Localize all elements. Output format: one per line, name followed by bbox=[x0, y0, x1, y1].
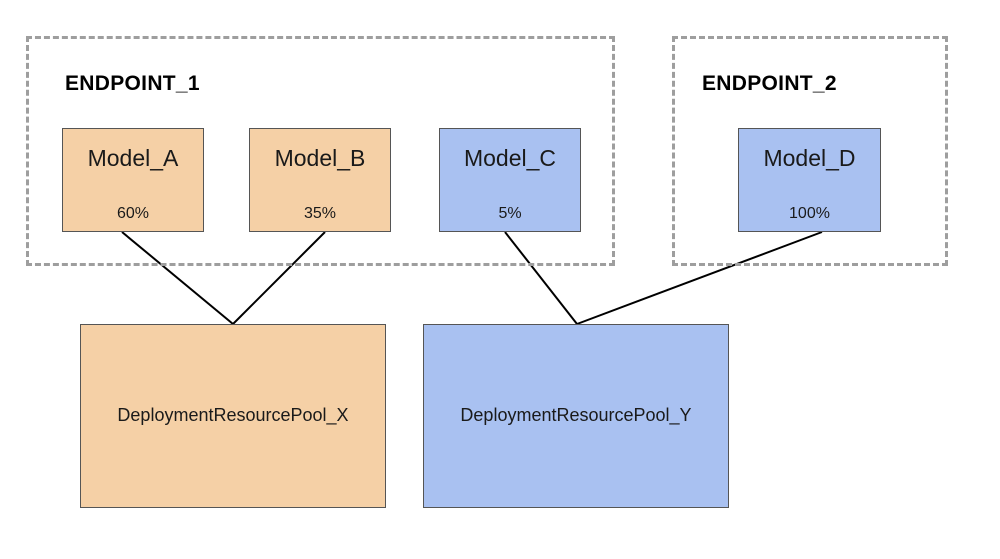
connector-model-c-to-pool-y bbox=[504, 231, 578, 325]
model-b-percent: 35% bbox=[303, 205, 337, 222]
endpoint-1-frame bbox=[26, 36, 615, 266]
pool-y-box[interactable]: DeploymentResourcePool_Y bbox=[423, 324, 729, 508]
connector-model-a-to-pool-x bbox=[121, 231, 234, 325]
model-b-box[interactable]: Model_B 35% bbox=[249, 128, 391, 232]
endpoint-2-frame bbox=[672, 36, 948, 266]
endpoint-2-title: ENDPOINT_2 bbox=[702, 72, 837, 95]
model-d-box[interactable]: Model_D 100% bbox=[738, 128, 881, 232]
pool-y-name: DeploymentResourcePool_Y bbox=[460, 405, 692, 425]
connector-model-b-to-pool-x bbox=[232, 231, 326, 325]
model-b-name: Model_B bbox=[274, 145, 366, 171]
model-c-name: Model_C bbox=[463, 145, 557, 171]
model-c-percent: 5% bbox=[498, 205, 522, 222]
pool-x-name: DeploymentResourcePool_X bbox=[117, 405, 349, 425]
model-a-percent: 60% bbox=[116, 205, 150, 222]
model-d-percent: 100% bbox=[789, 205, 830, 222]
model-a-name: Model_A bbox=[87, 145, 179, 171]
pool-x-box[interactable]: DeploymentResourcePool_X bbox=[80, 324, 386, 508]
endpoint-1-title: ENDPOINT_1 bbox=[65, 72, 200, 95]
model-d-name: Model_D bbox=[763, 145, 856, 171]
connector-model-d-to-pool-y bbox=[576, 231, 823, 325]
model-a-box[interactable]: Model_A 60% bbox=[62, 128, 204, 232]
model-c-box[interactable]: Model_C 5% bbox=[439, 128, 581, 232]
